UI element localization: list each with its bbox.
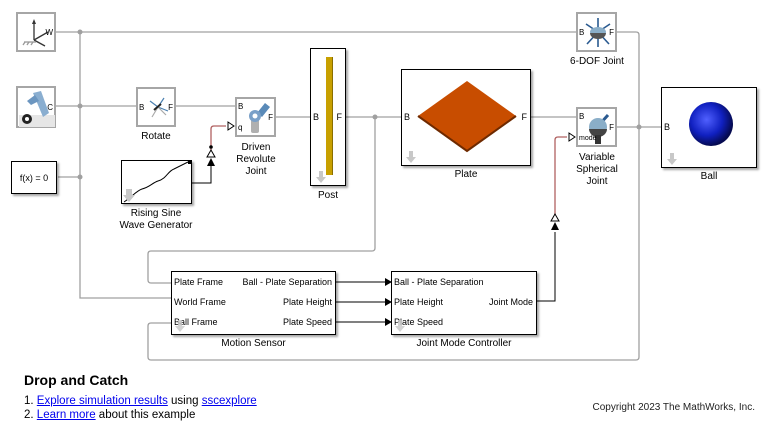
copyright-text: Copyright 2023 The MathWorks, Inc. — [592, 402, 756, 413]
ball-label: Ball — [700, 171, 718, 182]
output-plate-speed: Plate Speed — [282, 317, 332, 327]
down-arrow-icon — [395, 320, 405, 332]
ps-wire-to-q — [210, 125, 226, 150]
wire-6dof-to-ball-bus — [147, 31, 640, 361]
variable-spherical-joint-block[interactable]: B mode F — [576, 107, 617, 147]
post-block[interactable]: B F — [310, 48, 346, 186]
driven-revolute-joint-block[interactable]: B q F — [235, 97, 276, 137]
port-b: B — [579, 112, 585, 121]
wire-plate-frame-sense — [147, 117, 376, 284]
port-f: F — [521, 112, 528, 122]
joint-mode-controller-label: Joint Mode Controller — [416, 338, 512, 349]
input-plate-height: Plate Height — [394, 297, 444, 307]
port-q: q — [238, 123, 243, 132]
model-title: Drop and Catch — [24, 372, 129, 388]
plate-solid-icon — [417, 81, 517, 153]
port-f: F — [336, 112, 343, 122]
motion-sensor-label: Motion Sensor — [221, 338, 286, 349]
sscexplore-link[interactable]: sscexplore — [201, 395, 257, 407]
6dof-joint-label: 6-DOF Joint — [570, 56, 624, 67]
port-b: B — [579, 28, 585, 37]
input-ball-plate-separation: Ball - Plate Separation — [394, 277, 484, 287]
joint-mode-controller-block[interactable]: Ball - Plate Separation Plate Height Pla… — [391, 271, 537, 335]
port-b: B — [238, 102, 244, 111]
down-arrow-icon — [406, 151, 416, 163]
explore-simulation-results-link[interactable]: Explore simulation results — [36, 395, 168, 407]
mechanism-configuration-block[interactable]: C — [16, 86, 56, 128]
rotate-transform-icon — [149, 97, 169, 118]
driven-revolute-joint-label: Driven Revolute Joint — [236, 142, 276, 177]
rotate-label: Rotate — [141, 131, 171, 142]
plate-label: Plate — [454, 169, 478, 180]
variable-spherical-joint-label: Variable Spherical Joint — [576, 152, 618, 187]
signal-sine-to-converter — [191, 166, 212, 184]
port-mode: mode — [579, 135, 597, 142]
down-arrow-icon — [316, 171, 326, 183]
ball-solid-icon — [689, 102, 733, 146]
motion-sensor-block[interactable]: Plate Frame World Frame Ball Frame Ball … — [171, 271, 336, 335]
input-ball-frame: Ball Frame — [174, 317, 218, 327]
down-arrow-icon — [175, 320, 185, 332]
port-w: W — [45, 28, 53, 37]
annotation-list: 1. Explore simulation results using ssce… — [24, 394, 257, 422]
revolute-joint-icon — [249, 103, 270, 133]
port-b: B — [664, 122, 671, 132]
mechanism-configuration-icon — [19, 91, 55, 127]
ball-block[interactable]: B — [661, 87, 757, 168]
annotation-item-1: 1. Explore simulation results using ssce… — [24, 395, 257, 407]
input-world-frame: World Frame — [174, 297, 226, 307]
post-solid-icon — [326, 57, 333, 175]
sine-wave-plot-icon — [123, 161, 191, 203]
annotation-item-2: 2. Learn more about this example — [24, 409, 196, 421]
port-b: B — [404, 112, 411, 122]
rising-sine-wave-generator-block[interactable] — [121, 160, 192, 204]
world-frame-block[interactable]: W — [16, 12, 56, 52]
port-f: F — [609, 28, 614, 37]
6dof-joint-icon — [585, 18, 611, 47]
port-b: B — [139, 103, 145, 112]
port-f: F — [609, 123, 614, 132]
solver-configuration-text: f(x) = 0 — [19, 173, 49, 183]
rising-sine-wave-generator-label: Rising Sine Wave Generator — [119, 208, 193, 231]
learn-more-link[interactable]: Learn more — [36, 409, 96, 421]
port-f: F — [268, 113, 273, 122]
plate-block[interactable]: B F — [401, 69, 531, 166]
rotate-block[interactable]: B F — [136, 87, 176, 127]
signal-mode-to-converter — [537, 232, 556, 302]
output-joint-mode: Joint Mode — [488, 297, 533, 307]
port-f: F — [168, 103, 173, 112]
output-ball-plate-separation: Ball - Plate Separation — [242, 277, 332, 287]
input-plate-speed: Plate Speed — [394, 317, 444, 327]
port-b: B — [313, 112, 320, 122]
input-plate-frame: Plate Frame — [174, 277, 224, 287]
output-plate-height: Plate Height — [282, 297, 332, 307]
ps-wire-to-mode — [554, 136, 567, 215]
port-c: C — [47, 103, 53, 112]
spherical-joint-icon — [589, 113, 610, 144]
solver-configuration-block[interactable]: f(x) = 0 — [11, 161, 57, 194]
world-frame-icon — [22, 19, 49, 47]
6dof-joint-block[interactable]: B F — [576, 12, 617, 52]
down-arrow-icon — [667, 153, 677, 165]
post-label: Post — [317, 190, 338, 201]
wire-left-bus — [79, 32, 172, 299]
